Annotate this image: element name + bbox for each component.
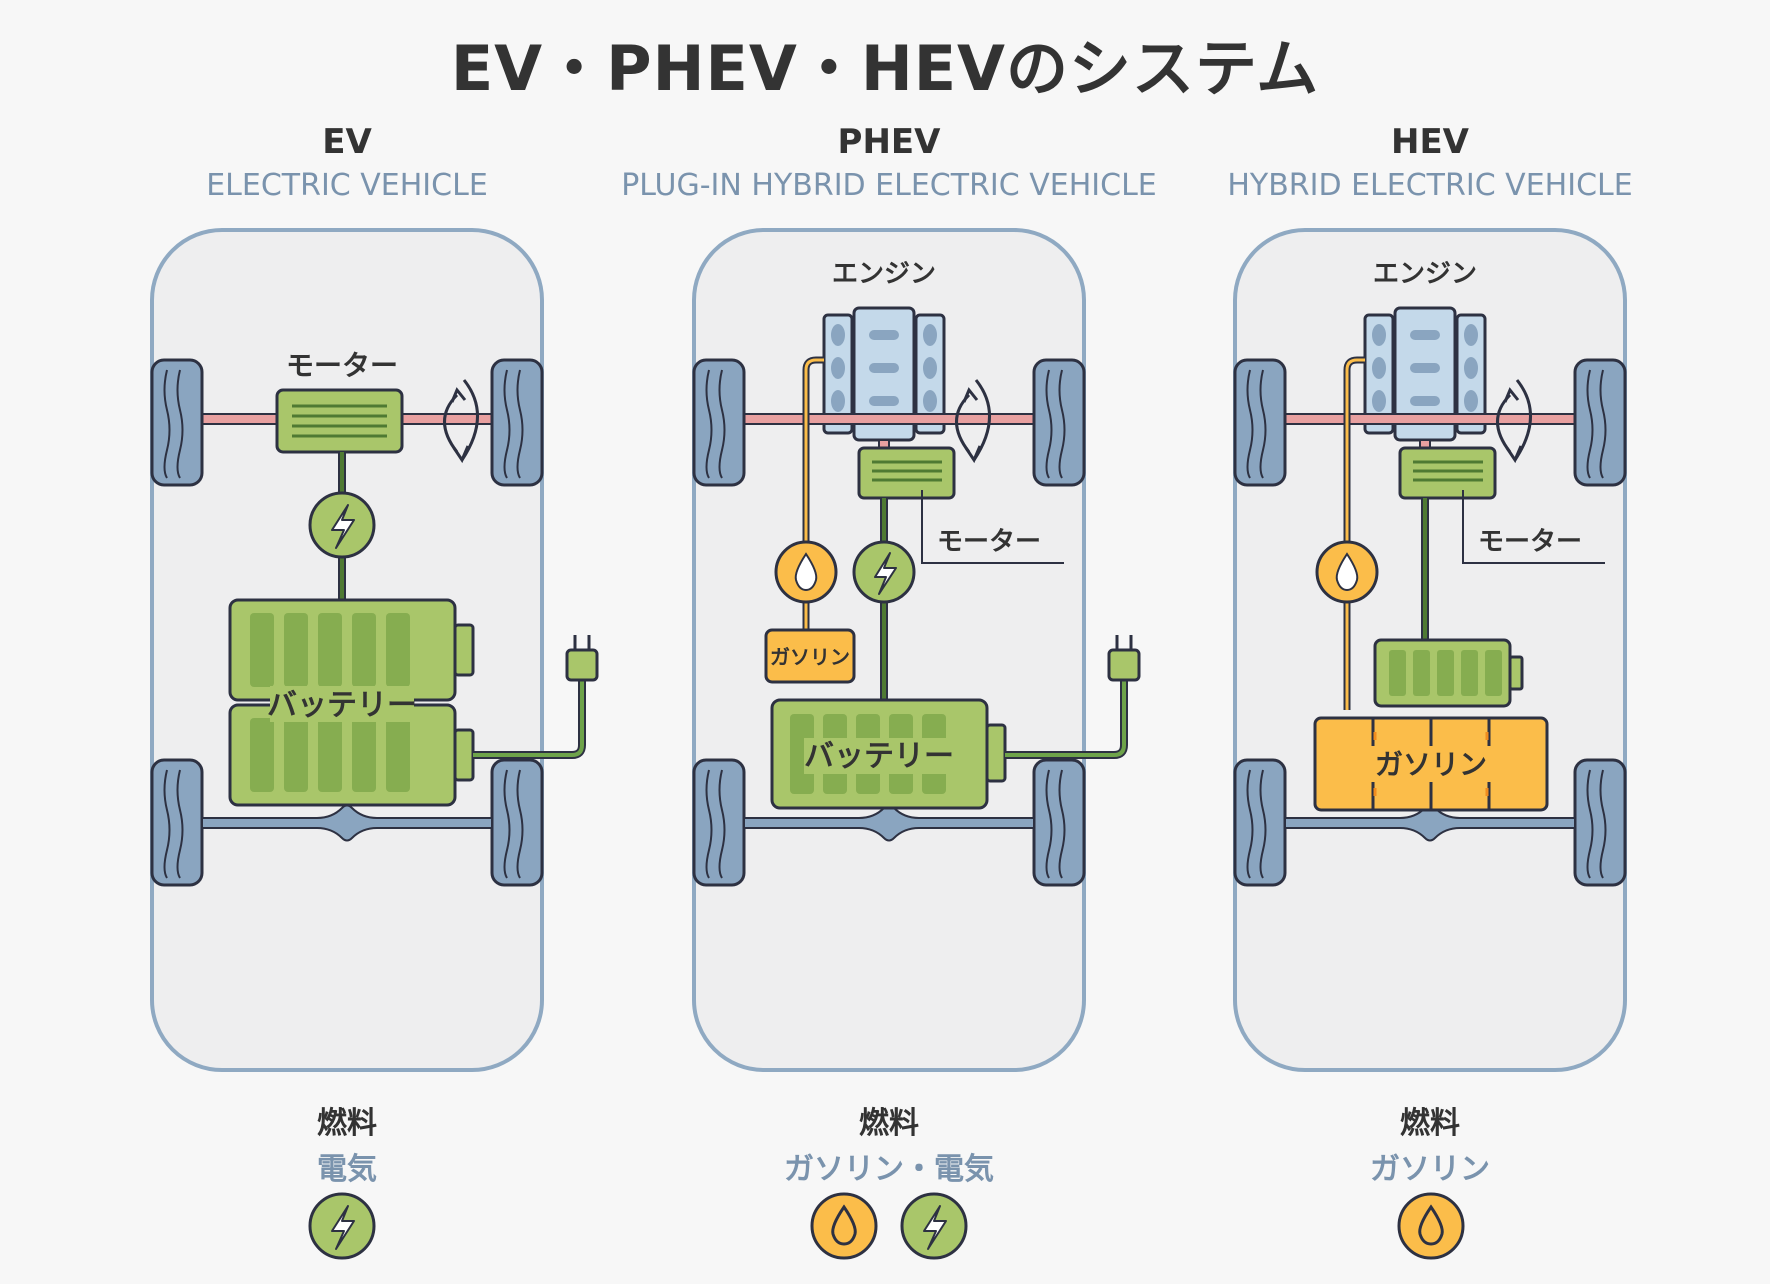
- battery-label: バッテリー: [267, 688, 417, 723]
- gasoline-tank: [1313, 716, 1549, 812]
- vehicle-type-subtitle: HYBRID ELECTRIC VEHICLE: [1227, 168, 1633, 203]
- column-phev: PHEV PLUG-IN HYBRID ELECTRIC VEHICLE エンジ…: [594, 0, 1184, 1284]
- phev-car-diagram: エンジン: [692, 228, 1141, 1072]
- tire-icon: [150, 358, 204, 487]
- column-hev: HEV HYBRID ELECTRIC VEHICLE エンジン: [1135, 0, 1725, 1284]
- lightning-icon: [852, 540, 916, 604]
- battery-pack: [228, 703, 475, 807]
- car-body: [692, 228, 1086, 1072]
- page-title: EV・PHEV・HEVのシステム: [450, 32, 1320, 105]
- tire-icon: [150, 758, 204, 887]
- plug-icon: [565, 635, 599, 682]
- plug-icon: [1107, 635, 1141, 682]
- tire-icon: [490, 758, 544, 887]
- fuel-heading: 燃料: [859, 1106, 919, 1141]
- hev-car-diagram: エンジン: [1233, 228, 1627, 1072]
- fuel-value: ガソリン・電気: [784, 1152, 994, 1187]
- tire-icon: [1573, 358, 1627, 487]
- vehicle-type-name: HEV: [1391, 122, 1469, 162]
- motor-leader-line: [921, 490, 1064, 564]
- fuel-drop-icon: [1397, 1192, 1465, 1260]
- engine-block: [822, 306, 946, 442]
- fuel-value: ガソリン: [1370, 1152, 1490, 1187]
- lightning-icon: [308, 1192, 376, 1260]
- vehicle-type-subtitle: PLUG-IN HYBRID ELECTRIC VEHICLE: [621, 168, 1157, 203]
- column-ev: EV ELECTRIC VEHICLE: [52, 0, 642, 1284]
- tire-icon: [1032, 758, 1086, 887]
- rear-axle: [201, 804, 493, 842]
- battery-label: バッテリー: [804, 739, 954, 774]
- fuel-value: 電気: [317, 1152, 377, 1187]
- motor-label: モーター: [1478, 527, 1582, 557]
- tire-icon: [1032, 358, 1086, 487]
- vehicle-type-subtitle: ELECTRIC VEHICLE: [206, 168, 488, 203]
- tire-icon: [1233, 358, 1287, 487]
- lightning-icon: [308, 491, 376, 559]
- tire-icon: [692, 758, 746, 887]
- fuel-drop-icon: [810, 1192, 878, 1260]
- rotation-arrows-icon: [1496, 379, 1532, 464]
- gasoline-label: ガソリン: [770, 645, 850, 669]
- rotation-arrows-icon: [955, 379, 991, 464]
- fuel-icon-row: [1397, 1192, 1465, 1260]
- fuel-icon-row: [810, 1192, 968, 1260]
- fuel-heading: 燃料: [317, 1106, 377, 1141]
- front-axle: [1254, 413, 1606, 425]
- engine-label: エンジン: [832, 259, 936, 289]
- tire-icon: [490, 358, 544, 487]
- motor-box: [857, 446, 956, 500]
- engine-label: エンジン: [1373, 259, 1477, 289]
- tire-icon: [692, 358, 746, 487]
- tire-icon: [1233, 758, 1287, 887]
- fuel-icon-row: [308, 1192, 376, 1260]
- fuel-drop-icon: [774, 540, 838, 604]
- battery-pack: [1373, 638, 1524, 708]
- vehicle-type-name: EV: [322, 122, 372, 162]
- engine-block: [1363, 306, 1487, 442]
- rotation-arrows-icon: [443, 379, 479, 464]
- ev-car-diagram: モーター バッテリー: [150, 228, 599, 1072]
- vehicle-type-name: PHEV: [837, 122, 941, 162]
- motor-box: [1398, 446, 1497, 500]
- motor-leader-line: [1462, 490, 1605, 564]
- fuel-heading: 燃料: [1400, 1106, 1460, 1141]
- motor-label: モーター: [937, 527, 1041, 557]
- tire-icon: [1573, 758, 1627, 887]
- front-axle: [713, 413, 1065, 425]
- gasoline-label: ガソリン: [1375, 748, 1487, 781]
- motor-box: [275, 388, 404, 454]
- lightning-icon: [900, 1192, 968, 1260]
- motor-label: モーター: [286, 349, 398, 382]
- battery-pack: [228, 598, 475, 702]
- fuel-drop-icon: [1315, 540, 1379, 604]
- gasoline-tank: [764, 628, 856, 684]
